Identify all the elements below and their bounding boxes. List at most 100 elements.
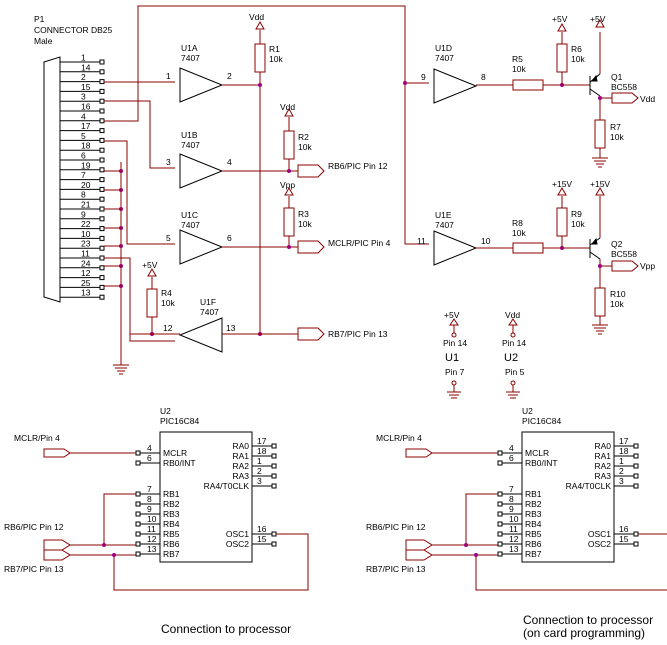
- buffer-pin-in: 12: [163, 323, 173, 333]
- buffer-u1e: U1E 7407 11 10: [417, 210, 513, 266]
- connector-pin-terminal: [99, 157, 105, 163]
- pic-pin-terminal: [271, 541, 277, 547]
- pic-pin-terminal: [633, 541, 639, 547]
- resistor-val: 10k: [161, 298, 175, 308]
- buffer-ref: U1B: [181, 130, 198, 140]
- pic-pin-number: 7: [147, 484, 152, 494]
- connector-pin-terminal: [99, 196, 105, 202]
- pic-port-rb6: [405, 539, 433, 551]
- resistor-ref: R8: [512, 218, 523, 228]
- pic-pin-terminal: [633, 483, 639, 489]
- pic-pin-label: RB3: [163, 509, 180, 519]
- connector-name: CONNECTOR DB25: [34, 25, 113, 35]
- pic-pin-label: RB0/INT: [163, 458, 196, 468]
- resistor-ref: R1: [269, 44, 280, 54]
- connector-gender: Male: [34, 36, 53, 46]
- left-wiring: [104, 5, 429, 375]
- pic-pin-number: 15: [257, 534, 267, 544]
- connector-pin-terminal: [99, 284, 105, 290]
- pic-pin-terminal: [135, 541, 141, 547]
- supply-note-pin-bot: Pin 7: [445, 367, 465, 377]
- pic-pin-number: 17: [619, 436, 629, 446]
- pic-block-left: U2PIC16C84MCLR4RB0/INT6RB17RB28RB39RB410…: [4, 406, 309, 591]
- pic-port-rb6-label: RB6/PIC Pin 12: [4, 522, 64, 532]
- resistor-r3: R3 10k Vpp: [280, 180, 312, 249]
- pic-pin-terminal: [633, 453, 639, 459]
- supply-label: +15V: [552, 179, 572, 189]
- buffer-pin-in: 11: [417, 236, 426, 246]
- connector-pin-number: 13: [81, 288, 91, 298]
- pic-pin-label: OSC2: [588, 539, 611, 549]
- connector-pin-terminal: [99, 216, 105, 222]
- supply-note-pin-top: Pin 14: [502, 338, 526, 348]
- connector-pin-number: 11: [81, 249, 90, 259]
- pic-part: PIC16C84: [160, 416, 199, 426]
- pic-pin-label: RB2: [163, 499, 180, 509]
- pic-pin-number: 2: [619, 466, 624, 476]
- supply-note-u1: +5V Pin 14 U1 Pin 7: [443, 310, 467, 399]
- resistor-r10: R10 10k: [592, 287, 626, 335]
- pic-pin-number: 16: [619, 524, 629, 534]
- port-mclr: MCLR/PIC Pin 4: [297, 238, 391, 254]
- pic-pin-terminal: [271, 483, 277, 489]
- connector-pin-terminal: [99, 59, 105, 65]
- buffer-pin-out: 8: [481, 72, 486, 82]
- connector-pin-terminal: [99, 118, 105, 124]
- pic-pin-number: 6: [509, 453, 514, 463]
- port-rb7: RB7/PIC Pin 13: [297, 327, 388, 341]
- vdd-supply-r1: Vdd: [249, 12, 265, 30]
- pic-pin-label: RB6: [525, 539, 542, 549]
- connector-pin-terminal: [99, 88, 105, 94]
- connector-pin-number: 25: [81, 278, 91, 288]
- supply-note-pin-top: Pin 14: [443, 338, 467, 348]
- pic-port-rb6: [43, 539, 71, 551]
- pic-pin-terminal: [633, 443, 639, 449]
- connector-pin-number: 23: [81, 239, 91, 249]
- connector-pin-number: 24: [81, 258, 91, 268]
- connector-pin-number: 20: [81, 180, 91, 190]
- pic-pin-number: 11: [147, 524, 156, 534]
- transistor-q2: +15V Q2 BC558: [589, 179, 637, 288]
- buffer-ref: U1D: [435, 43, 452, 53]
- pic-pin-label: RA2: [232, 461, 249, 471]
- pic-pin-terminal: [271, 443, 277, 449]
- connector-pin-number: 17: [81, 121, 91, 131]
- pic-port-rb6-label: RB6/PIC Pin 12: [366, 522, 426, 532]
- connector-pins: 1234567891011121314151617181920212223242…: [60, 53, 105, 300]
- resistor-val: 10k: [571, 219, 585, 229]
- connector-pin-number: 3: [81, 92, 86, 102]
- pic-pin-terminal: [497, 511, 503, 517]
- pic-pin-label: RB7: [525, 549, 542, 559]
- connector-pin-terminal: [99, 79, 105, 85]
- pic-port-rb7-label: RB7/PIC Pin 13: [4, 564, 64, 574]
- pic-pin-label: RA3: [232, 471, 249, 481]
- pic-pin-label: RA4/T0CLK: [204, 481, 250, 491]
- pic-port-rb7: [405, 549, 433, 561]
- resistor-val: 10k: [610, 299, 624, 309]
- pic-pin-number: 18: [619, 446, 629, 456]
- pic-pin-terminal: [497, 541, 503, 547]
- connector-pin-number: 12: [81, 268, 91, 278]
- buffer-u1f: U1F 7407 12 13: [130, 297, 298, 353]
- pic-pin-number: 10: [147, 514, 157, 524]
- pic-body: [159, 431, 253, 563]
- supply-label: +5V: [590, 14, 606, 24]
- connector-pin-number: 8: [81, 190, 86, 200]
- supply-label: +15V: [590, 179, 610, 189]
- supply-label: Vdd: [249, 12, 264, 22]
- resistor-ref: R3: [298, 209, 309, 219]
- pic-pin-label: RA1: [232, 451, 249, 461]
- ground-symbol: [113, 364, 129, 375]
- resistor-ref: R5: [512, 54, 523, 64]
- port-label: Vdd: [640, 94, 655, 104]
- transistor-part: BC558: [611, 249, 637, 259]
- connector-pin-number: 4: [81, 111, 86, 121]
- port-label: RB6/PIC Pin 12: [328, 161, 388, 171]
- pic-pin-terminal: [135, 491, 141, 497]
- pic-pin-label: RB4: [525, 519, 542, 529]
- connector-pin-terminal: [99, 245, 105, 251]
- resistor-ref: R7: [610, 122, 621, 132]
- connector-pin-terminal: [99, 275, 105, 281]
- port-rb6: RB6/PIC Pin 12: [297, 161, 388, 178]
- pic-pin-terminal: [497, 521, 503, 527]
